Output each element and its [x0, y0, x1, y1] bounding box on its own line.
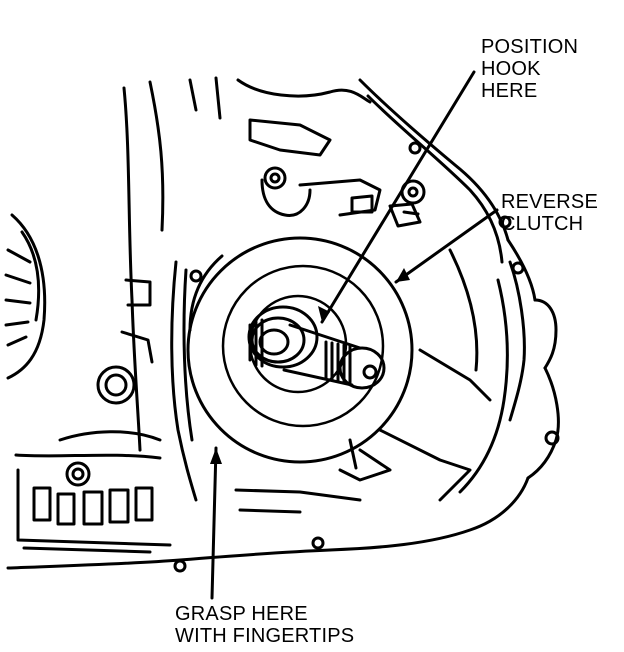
callout-line: REVERSE [501, 191, 598, 213]
input-shaft [247, 305, 386, 390]
callout-line: WITH FINGERTIPS [175, 625, 355, 647]
callout-line: POSITION [481, 36, 579, 58]
case-housing [6, 76, 560, 570]
callout-reverse-clutch: REVERSE CLUTCH [501, 191, 598, 235]
callout-line: CLUTCH [501, 213, 584, 235]
callout-position-hook: POSITION HOOK HERE [481, 36, 578, 102]
left-drum [4, 213, 47, 380]
lower-right-body [234, 248, 492, 514]
leader-reverse-clutch [394, 208, 499, 284]
leader-grasp [210, 446, 218, 600]
leader-position-hook [320, 70, 476, 324]
callout-grasp-here: GRASP HERE WITH FINGERTIPS [175, 603, 354, 647]
lower-left-body [14, 278, 172, 554]
callout-line: HOOK [481, 58, 541, 80]
callout-line: GRASP HERE [175, 603, 308, 625]
leader-lines [210, 70, 499, 600]
upper-bosses [173, 118, 560, 573]
callout-line: HERE [481, 80, 538, 102]
